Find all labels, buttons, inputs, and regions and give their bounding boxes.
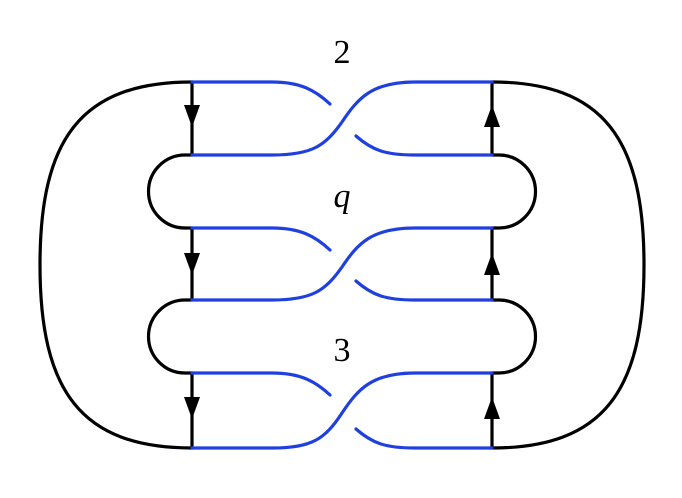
twist-top-under-strand-right bbox=[354, 134, 494, 157]
twist-label-top: 2 bbox=[334, 34, 351, 71]
outer-right-arc bbox=[490, 80, 646, 450]
arrow-down-icon bbox=[184, 397, 200, 419]
twist-label-middle: q bbox=[334, 178, 351, 215]
twist-bottom-under-strand-right bbox=[354, 427, 494, 450]
arrow-down-icon bbox=[184, 105, 200, 127]
twist-top-under-strand-left bbox=[190, 80, 332, 106]
left-inner-loop-upper bbox=[146, 153, 194, 230]
twist-middle-under-strand-right bbox=[354, 279, 494, 302]
arrow-down-icon bbox=[184, 253, 200, 275]
twist-top-over-strand bbox=[190, 80, 494, 157]
twist-bottom-under-strand-left bbox=[190, 371, 332, 397]
arrowheads bbox=[184, 105, 500, 419]
twist-bottom-over-strand bbox=[190, 371, 494, 450]
twist-middle-under-strand-left bbox=[190, 226, 332, 252]
blue-strands bbox=[190, 80, 494, 450]
arrow-up-icon bbox=[484, 397, 500, 419]
twist-label-bottom: 3 bbox=[334, 332, 351, 369]
right-inner-loop-lower bbox=[490, 298, 538, 375]
arrow-up-icon bbox=[484, 253, 500, 275]
left-inner-loop-lower bbox=[146, 298, 194, 375]
arrow-up-icon bbox=[484, 105, 500, 127]
outer-left-arc bbox=[38, 80, 194, 450]
right-inner-loop-upper bbox=[490, 153, 538, 230]
twist-middle-over-strand bbox=[190, 226, 494, 302]
